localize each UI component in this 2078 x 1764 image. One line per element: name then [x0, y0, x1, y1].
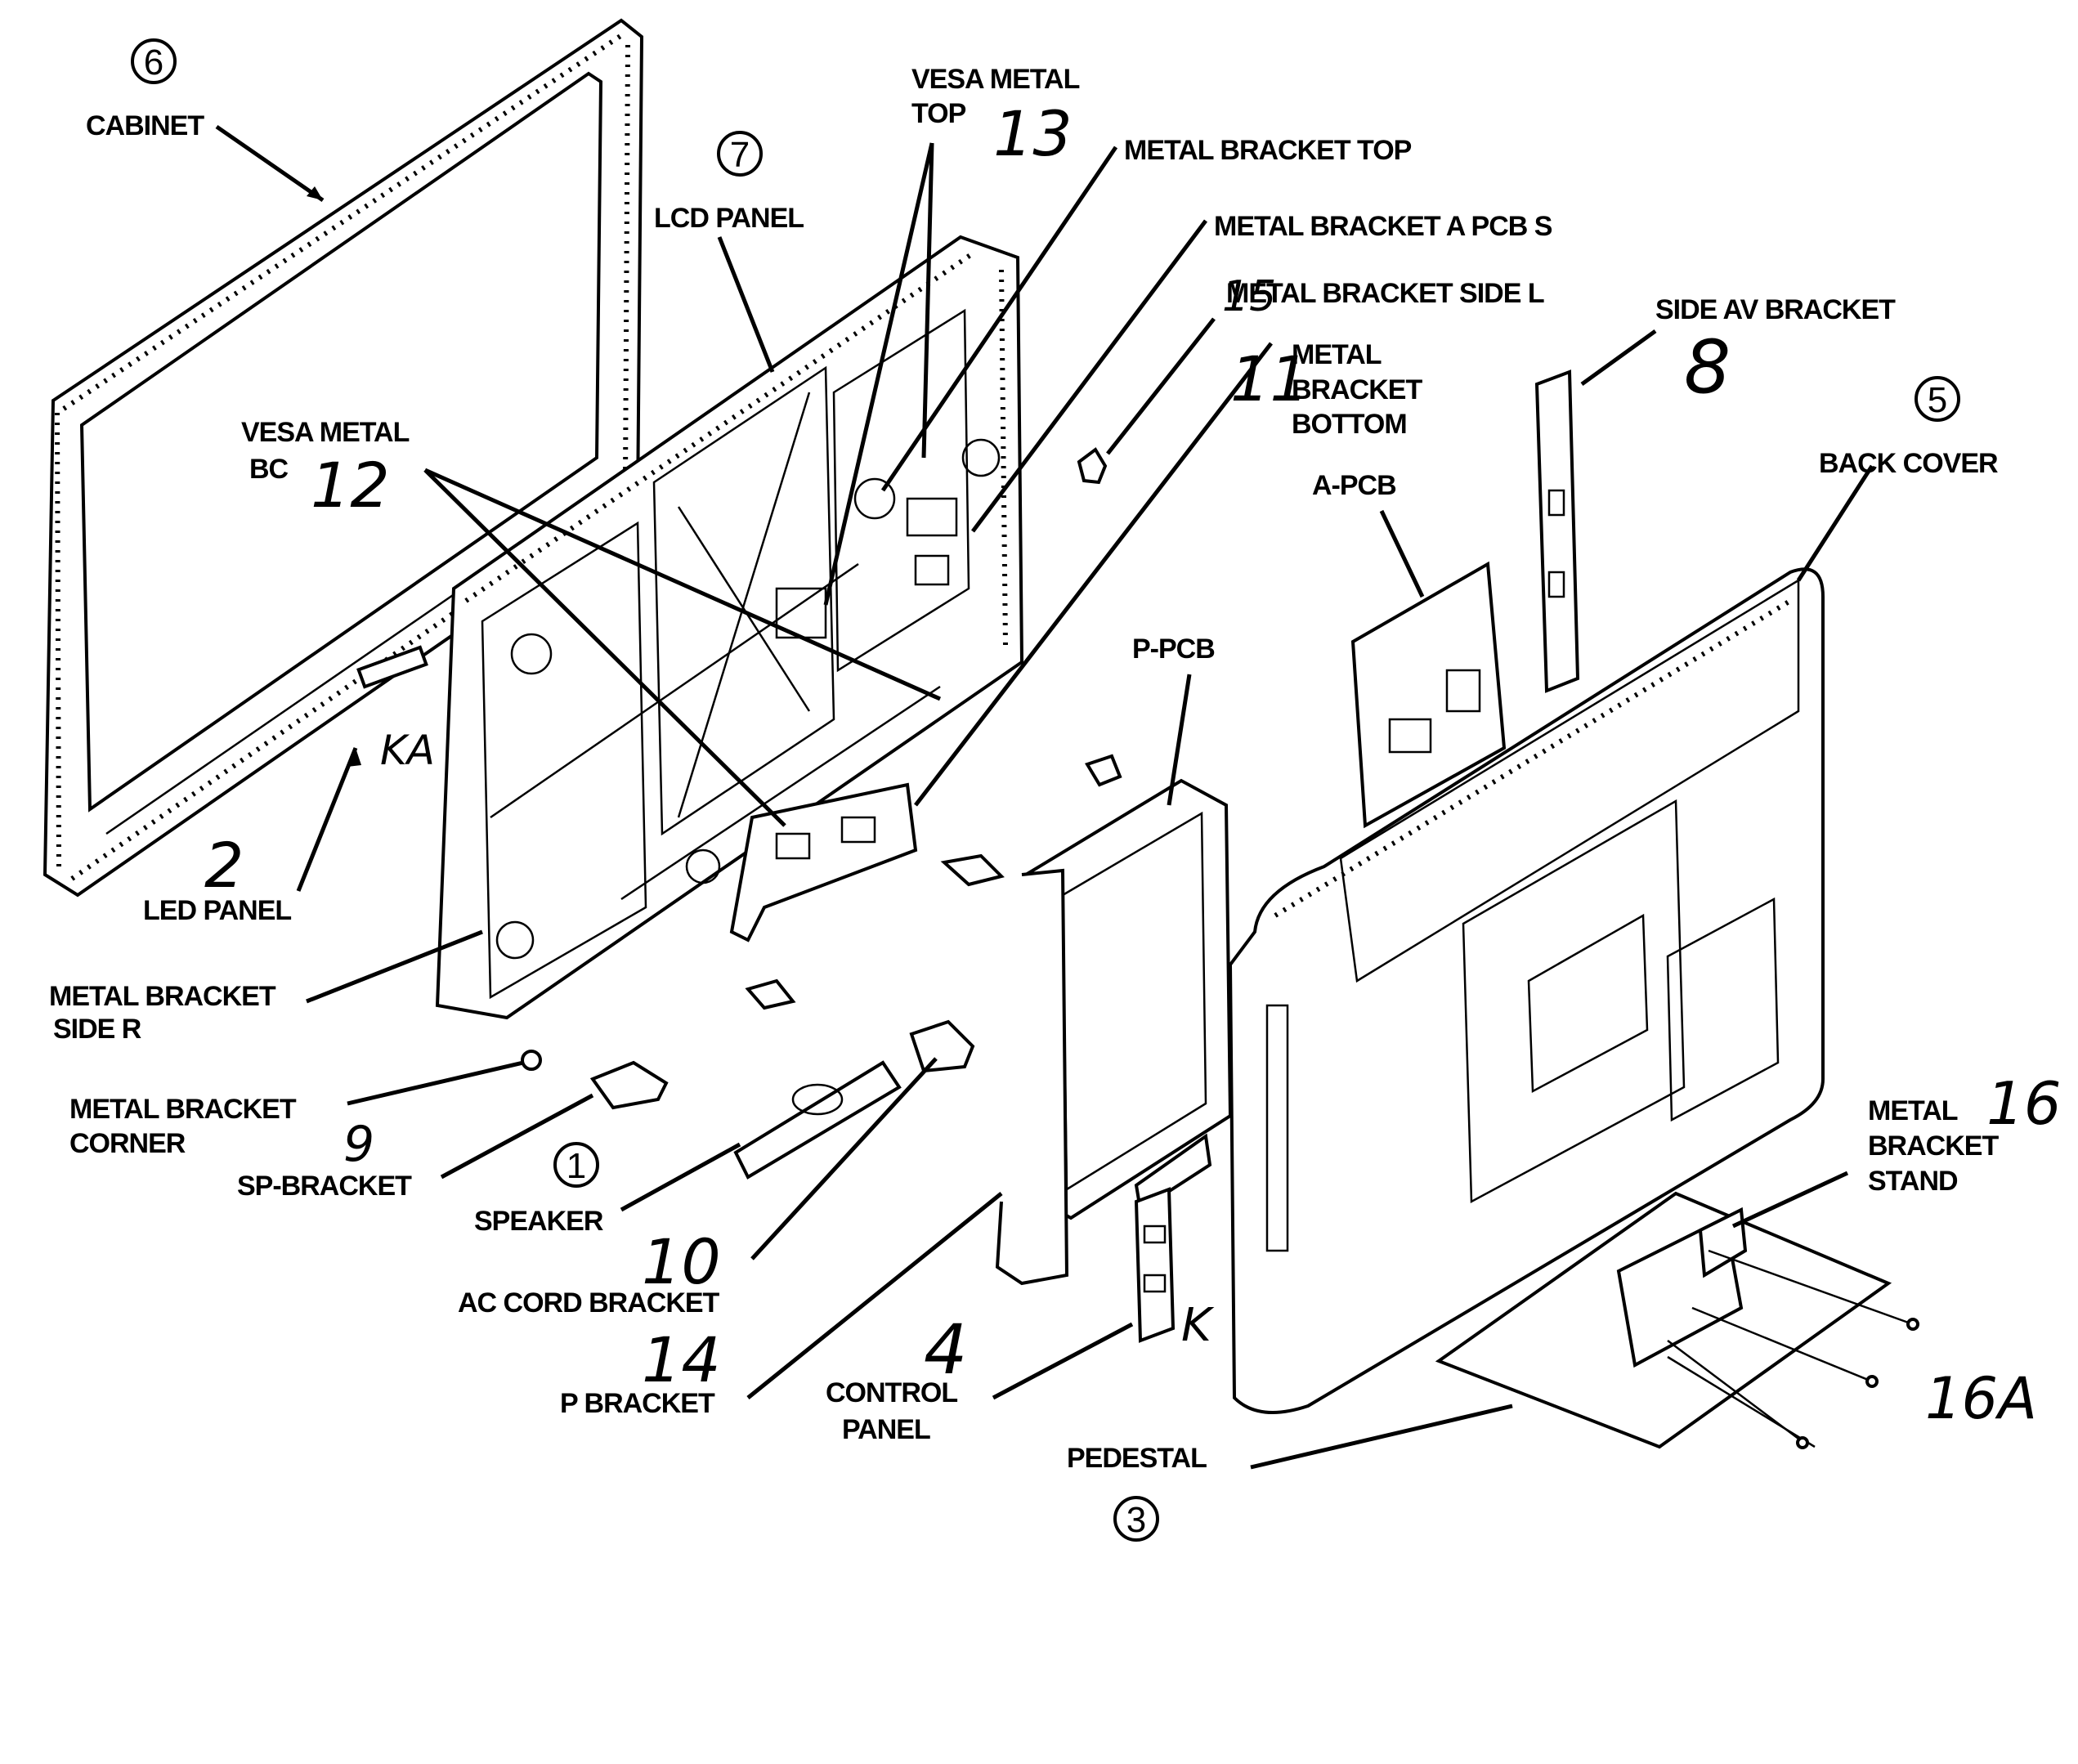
control-panel-k: K [1181, 1299, 1215, 1352]
metal-bracket-side-l-number: 15 [1222, 272, 1276, 321]
metal-bracket-bottom-line1: METAL [1292, 339, 1382, 370]
metal-bracket-stand-line2: BRACKET [1868, 1130, 1999, 1162]
control-panel-line1: CONTROL [826, 1377, 957, 1408]
metal-bracket-stand-line3: STAND [1868, 1166, 1958, 1197]
metal-bracket-corner-line1: METAL BRACKET [69, 1094, 297, 1125]
side-av-bracket-part [1534, 369, 1580, 693]
metal-bracket-top-label: METAL BRACKET TOP [1124, 135, 1412, 166]
clip-part-3 [745, 978, 796, 1010]
metal-bracket-stand-number: 16 [1986, 1069, 2062, 1138]
metal-bracket-bottom-line2: BRACKET [1292, 374, 1422, 405]
lcd-panel-label: LCD PANEL [654, 203, 804, 234]
clip-part-2 [940, 853, 1005, 887]
leader-lines [215, 124, 1874, 1470]
screws-number: 16A [1925, 1365, 2037, 1432]
metal-bracket-side-r-line1: METAL BRACKET [49, 981, 276, 1012]
metal-bracket-bottom-number: 11 [1230, 343, 1310, 415]
cabinet-frame [43, 18, 644, 898]
metal-bracket-side-l-label: METAL BRACKET SIDE L [1226, 278, 1544, 309]
callout-cabinet: 6 CABINET [86, 38, 205, 141]
screws-16a [1667, 1249, 1919, 1449]
a-pcb-label: A-PCB [1312, 470, 1396, 501]
ac-cord-bracket-part [909, 1019, 975, 1073]
metal-bracket-stand-line1: METAL [1868, 1095, 1958, 1126]
callout-metal-bracket-bottom: 11 METAL BRACKET BOTTOM [1230, 339, 1423, 440]
vesa-metal-bc-line2: BC [249, 454, 289, 485]
callout-control-panel: 4 CONTROL PANEL K [826, 1299, 1215, 1445]
metal-bracket-bottom-line3: BOTTOM [1292, 409, 1407, 440]
sp-bracket-part [589, 1060, 669, 1110]
callout-pedestal: PEDESTAL 3 [1067, 1443, 1207, 1542]
callout-lcd-panel: 7 LCD PANEL [654, 131, 804, 234]
led-panel-number: 2 [204, 829, 244, 902]
ac-cord-bracket-number: 10 [642, 1225, 721, 1298]
callout-metal-bracket-corner: METAL BRACKET CORNER [69, 1094, 298, 1159]
sp-bracket-label: SP-BRACKET [237, 1171, 412, 1202]
clip-part-1 [1085, 754, 1122, 787]
side-av-bracket-number: 8 [1684, 325, 1731, 410]
callout-sp-bracket: 9 SP-BRACKET [237, 1116, 413, 1202]
callout-side-av-bracket: SIDE AV BRACKET 8 [1655, 294, 1897, 410]
callout-metal-bracket-stand: METAL BRACKET STAND 16 [1868, 1069, 2062, 1197]
callout-ac-cord-bracket: 10 AC CORD BRACKET [458, 1225, 721, 1319]
pedestal-number: 3 [1126, 1500, 1146, 1540]
p-bracket-number: 14 [642, 1323, 721, 1396]
callout-back-cover: 5 BACK COVER [1819, 376, 1999, 479]
back-cover-number: 5 [1928, 380, 1947, 420]
speaker-number: 1 [567, 1146, 586, 1186]
a-pcb-board [1350, 561, 1507, 829]
back-cover-part [1228, 567, 1825, 1414]
cabinet-number: 6 [144, 43, 163, 83]
callout-speaker: 1 SPEAKER [474, 1142, 604, 1237]
callout-metal-bracket-side-l: METAL BRACKET SIDE L 15 [1222, 272, 1545, 321]
led-panel-label: LED PANEL [143, 895, 291, 926]
vesa-metal-bc-number: 12 [311, 449, 390, 522]
p-pcb-assembly [995, 778, 1233, 1286]
sp-bracket-number: 9 [343, 1116, 374, 1173]
pedestal-label: PEDESTAL [1067, 1443, 1207, 1474]
side-av-bracket-label: SIDE AV BRACKET [1655, 294, 1896, 325]
ka-label: KA [380, 727, 435, 774]
speaker-part [733, 1060, 902, 1180]
cabinet-label: CABINET [86, 110, 204, 141]
control-panel-line2: PANEL [842, 1414, 930, 1445]
led-panel-part [356, 645, 428, 689]
metal-bracket-bottom-part [729, 782, 918, 942]
speaker-label: SPEAKER [474, 1206, 603, 1237]
back-cover-label: BACK COVER [1819, 448, 1998, 479]
p-pcb-label: P-PCB [1132, 634, 1215, 665]
vesa-metal-top-number: 13 [993, 97, 1073, 170]
vesa-metal-top-line2: TOP [911, 98, 966, 129]
callout-metal-bracket-side-r: METAL BRACKET SIDE R [49, 981, 277, 1045]
lcd-panel-number: 7 [730, 135, 750, 175]
metal-bracket-corner-part [521, 1050, 542, 1071]
callout-vesa-metal-top: VESA METAL TOP 13 [911, 64, 1081, 170]
callout-vesa-metal-bc: VESA METAL BC 12 [241, 417, 410, 522]
p-bracket-label: P BRACKET [560, 1388, 715, 1419]
metal-bracket-corner-line2: CORNER [69, 1128, 186, 1159]
metal-bracket-side-r-line2: SIDE R [53, 1014, 141, 1045]
callout-led-panel: 2 LED PANEL [143, 829, 292, 926]
metal-bracket-side-l-part [1077, 447, 1108, 485]
control-panel-number: 4 [924, 1310, 967, 1390]
ac-cord-bracket-label: AC CORD BRACKET [458, 1287, 720, 1319]
vesa-metal-bc-line1: VESA METAL [241, 417, 410, 448]
metal-bracket-a-pcb-label: METAL BRACKET A PCB S [1214, 211, 1552, 242]
control-panel-part [1134, 1187, 1176, 1343]
callout-p-bracket: 14 P BRACKET [560, 1323, 721, 1419]
lcd-panel-body [435, 235, 1024, 1020]
vesa-metal-top-line1: VESA METAL [911, 64, 1080, 95]
